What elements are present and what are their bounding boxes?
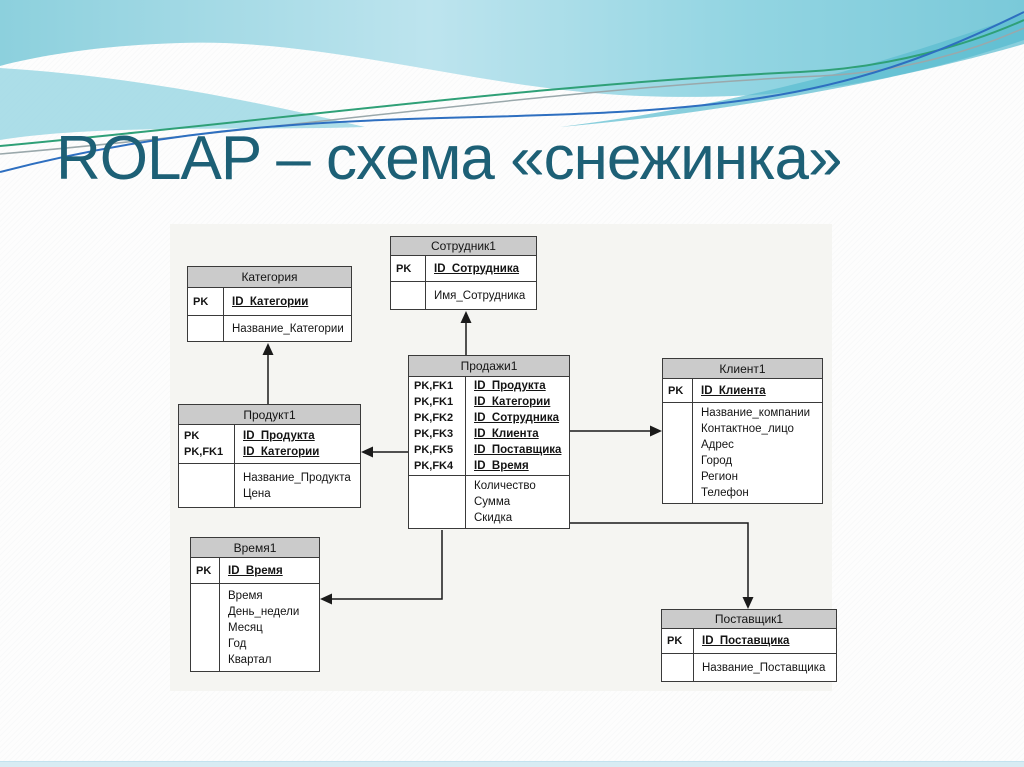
table-title: Клиент1 (663, 359, 822, 379)
key-tag: PK (184, 430, 200, 442)
key-tag: PK,FK1 (184, 446, 224, 458)
key-field: ID_Продукта (474, 380, 546, 392)
entity-table-kategoria: Категория PK ID_Категории Название_Катег… (187, 266, 352, 342)
attribute: Цена (243, 487, 271, 500)
attribute: День_недели (228, 605, 300, 618)
table-title: Продажи1 (409, 356, 569, 377)
attribute: Адрес (701, 439, 734, 451)
entity-table-prodazhi1: Продажи1 PK,FK1 PK,FK1 PK,FK2 PK,FK3 PK,… (408, 355, 570, 529)
key-field: ID_Сотрудника (474, 412, 560, 424)
key-field: ID_Продукта (243, 430, 315, 442)
attribute: Год (228, 637, 247, 650)
header-wave-decoration (0, 0, 1024, 173)
accent-curve-blue (0, 11, 1024, 173)
wave-band-left (0, 68, 365, 140)
table-title: Время1 (191, 538, 319, 558)
key-tag: PK (396, 262, 412, 275)
attribute: Квартал (228, 653, 272, 666)
attribute: Время (228, 589, 263, 602)
attribute: Скидка (474, 512, 513, 524)
page-title: ROLAP – схема «снежинка» (56, 124, 842, 193)
key-tag: PK,FK2 (414, 412, 454, 424)
key-field: ID_Категории (474, 396, 551, 408)
key-field: ID_Поставщика (702, 635, 790, 647)
attribute: Название_компании (701, 407, 811, 419)
entity-table-sotrudnik1: Сотрудник1 PK ID_Сотрудника Имя_Сотрудни… (390, 236, 537, 310)
key-tag: PK,FK4 (414, 460, 454, 472)
attribute: Название_Продукта (243, 471, 351, 484)
key-tag: PK,FK5 (414, 444, 454, 456)
key-field: ID_Время (228, 564, 283, 577)
key-tag: PK (667, 635, 683, 647)
entity-table-produkt1: Продукт1 PK PK,FK1 ID_Продукта ID_Катего… (178, 404, 361, 508)
attribute: Имя_Сотрудника (434, 289, 526, 302)
key-tag: PK,FK3 (414, 428, 454, 440)
attribute: Название_Категории (232, 322, 344, 335)
entity-table-vremya1: Время1 PK ID_Время Время День_недели Мес… (190, 537, 320, 672)
key-field: ID_Категории (243, 446, 320, 458)
entity-table-klient1: Клиент1 PK ID_Клиента Название_компании … (662, 358, 823, 504)
attribute: Телефон (701, 487, 749, 499)
key-field: ID_Категории (232, 295, 309, 308)
key-tag: PK,FK1 (414, 380, 454, 392)
table-title: Сотрудник1 (391, 237, 536, 256)
attribute: Контактное_лицо (701, 423, 794, 435)
key-field: ID_Клиента (474, 428, 539, 440)
table-title: Продукт1 (179, 405, 360, 425)
entity-table-postavshik1: Поставщик1 PK ID_Поставщика Название_Пос… (661, 609, 837, 682)
attribute: Месяц (228, 621, 263, 634)
key-field: ID_Клиента (701, 384, 766, 397)
attribute: Город (701, 455, 733, 467)
table-title: Поставщик1 (662, 610, 836, 629)
bottom-accent-strip (0, 761, 1024, 767)
key-field: ID_Время (474, 460, 529, 472)
key-field: ID_Поставщика (474, 444, 562, 456)
key-tag: PK (668, 384, 684, 397)
attribute: Название_Поставщика (702, 661, 826, 674)
key-tag: PK (196, 564, 212, 577)
attribute: Количество (474, 480, 536, 492)
key-tag: PK (193, 295, 209, 308)
attribute: Регион (701, 471, 738, 483)
wave-band-main (0, 0, 1024, 97)
key-field: ID_Сотрудника (434, 262, 520, 275)
table-title: Категория (188, 267, 351, 288)
key-tag: PK,FK1 (414, 396, 454, 408)
attribute: Сумма (474, 496, 511, 508)
